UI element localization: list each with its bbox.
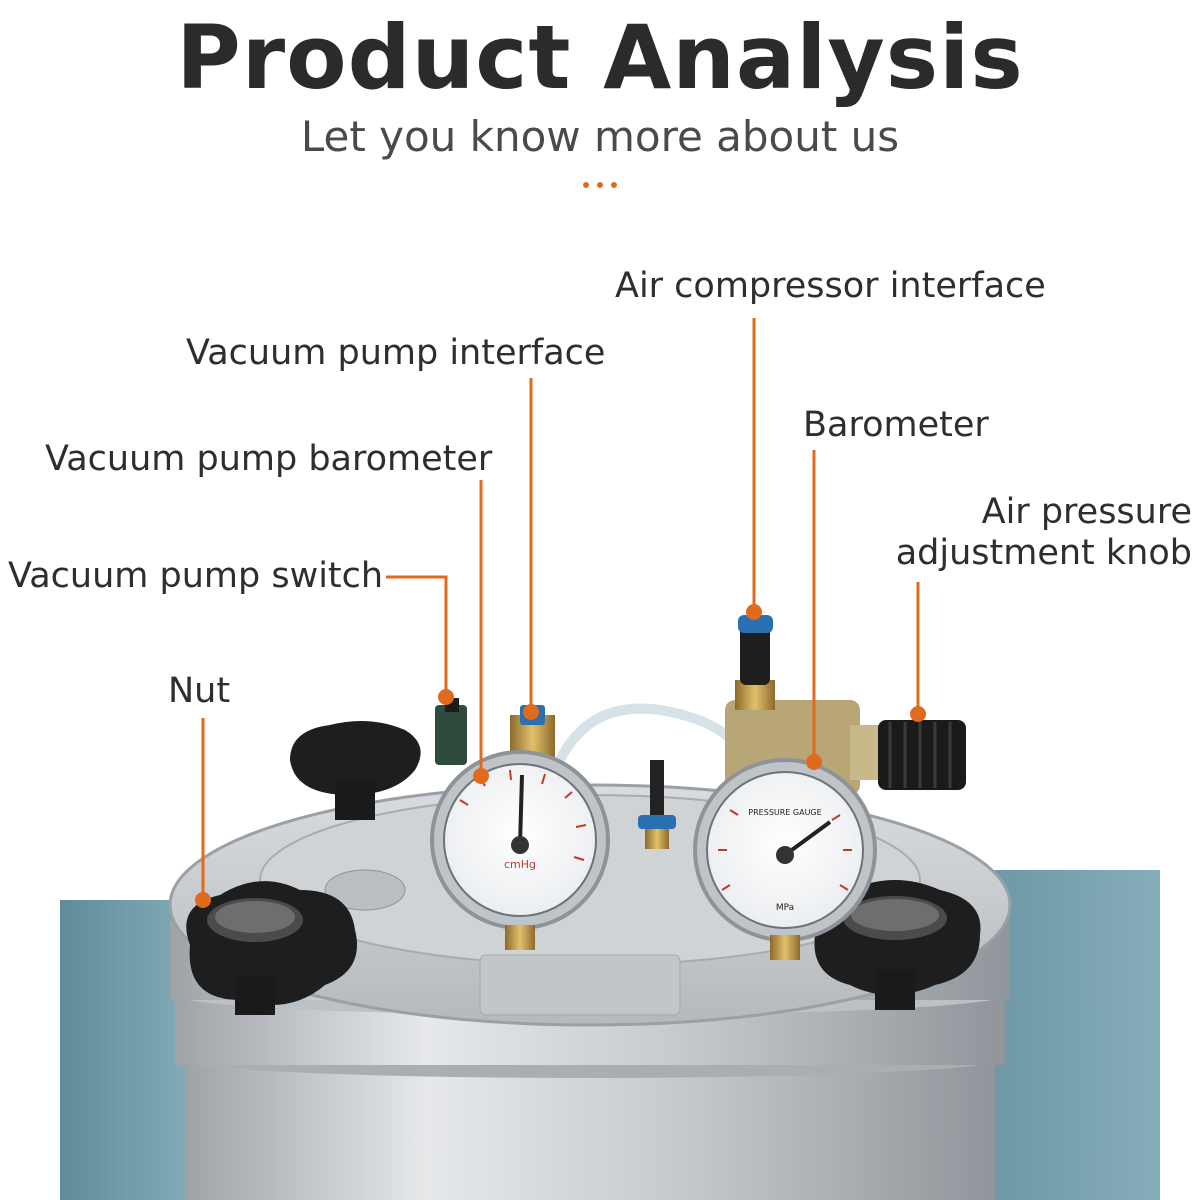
label-air-compressor-interface: Air compressor interface <box>615 266 1046 306</box>
callout-dots <box>195 604 926 908</box>
callout-lines <box>201 318 920 898</box>
center-fitting <box>638 760 676 849</box>
pressure-gauge: PRESSURE GAUGE MPa <box>693 758 877 960</box>
page-subtitle: Let you know more about us <box>300 112 900 161</box>
leader-vacuum-pump-switch <box>386 575 448 695</box>
decorative-dots <box>555 182 645 196</box>
label-vacuum-pump-interface: Vacuum pump interface <box>186 333 606 373</box>
vacuum-gauge-unit: cmHg <box>504 858 536 871</box>
label-nut: Nut <box>168 671 231 711</box>
pressure-gauge-title: PRESSURE GAUGE <box>748 808 821 817</box>
label-air-pressure-line1: Air pressure <box>981 492 1192 532</box>
label-air-pressure-line2: adjustment knob <box>895 533 1192 573</box>
pressure-gauge-unit: MPa <box>776 903 794 913</box>
label-barometer: Barometer <box>803 405 989 445</box>
nut-knob-back <box>290 721 421 820</box>
label-vacuum-pump-barometer: Vacuum pump barometer <box>45 439 493 479</box>
label-vacuum-pump-switch: Vacuum pump switch <box>8 556 384 596</box>
vacuum-switch-valve <box>435 698 467 765</box>
page-title: Product Analysis <box>176 6 1024 109</box>
vacuum-gauge: cmHg <box>430 750 610 950</box>
nut-knob-left <box>186 881 357 1015</box>
